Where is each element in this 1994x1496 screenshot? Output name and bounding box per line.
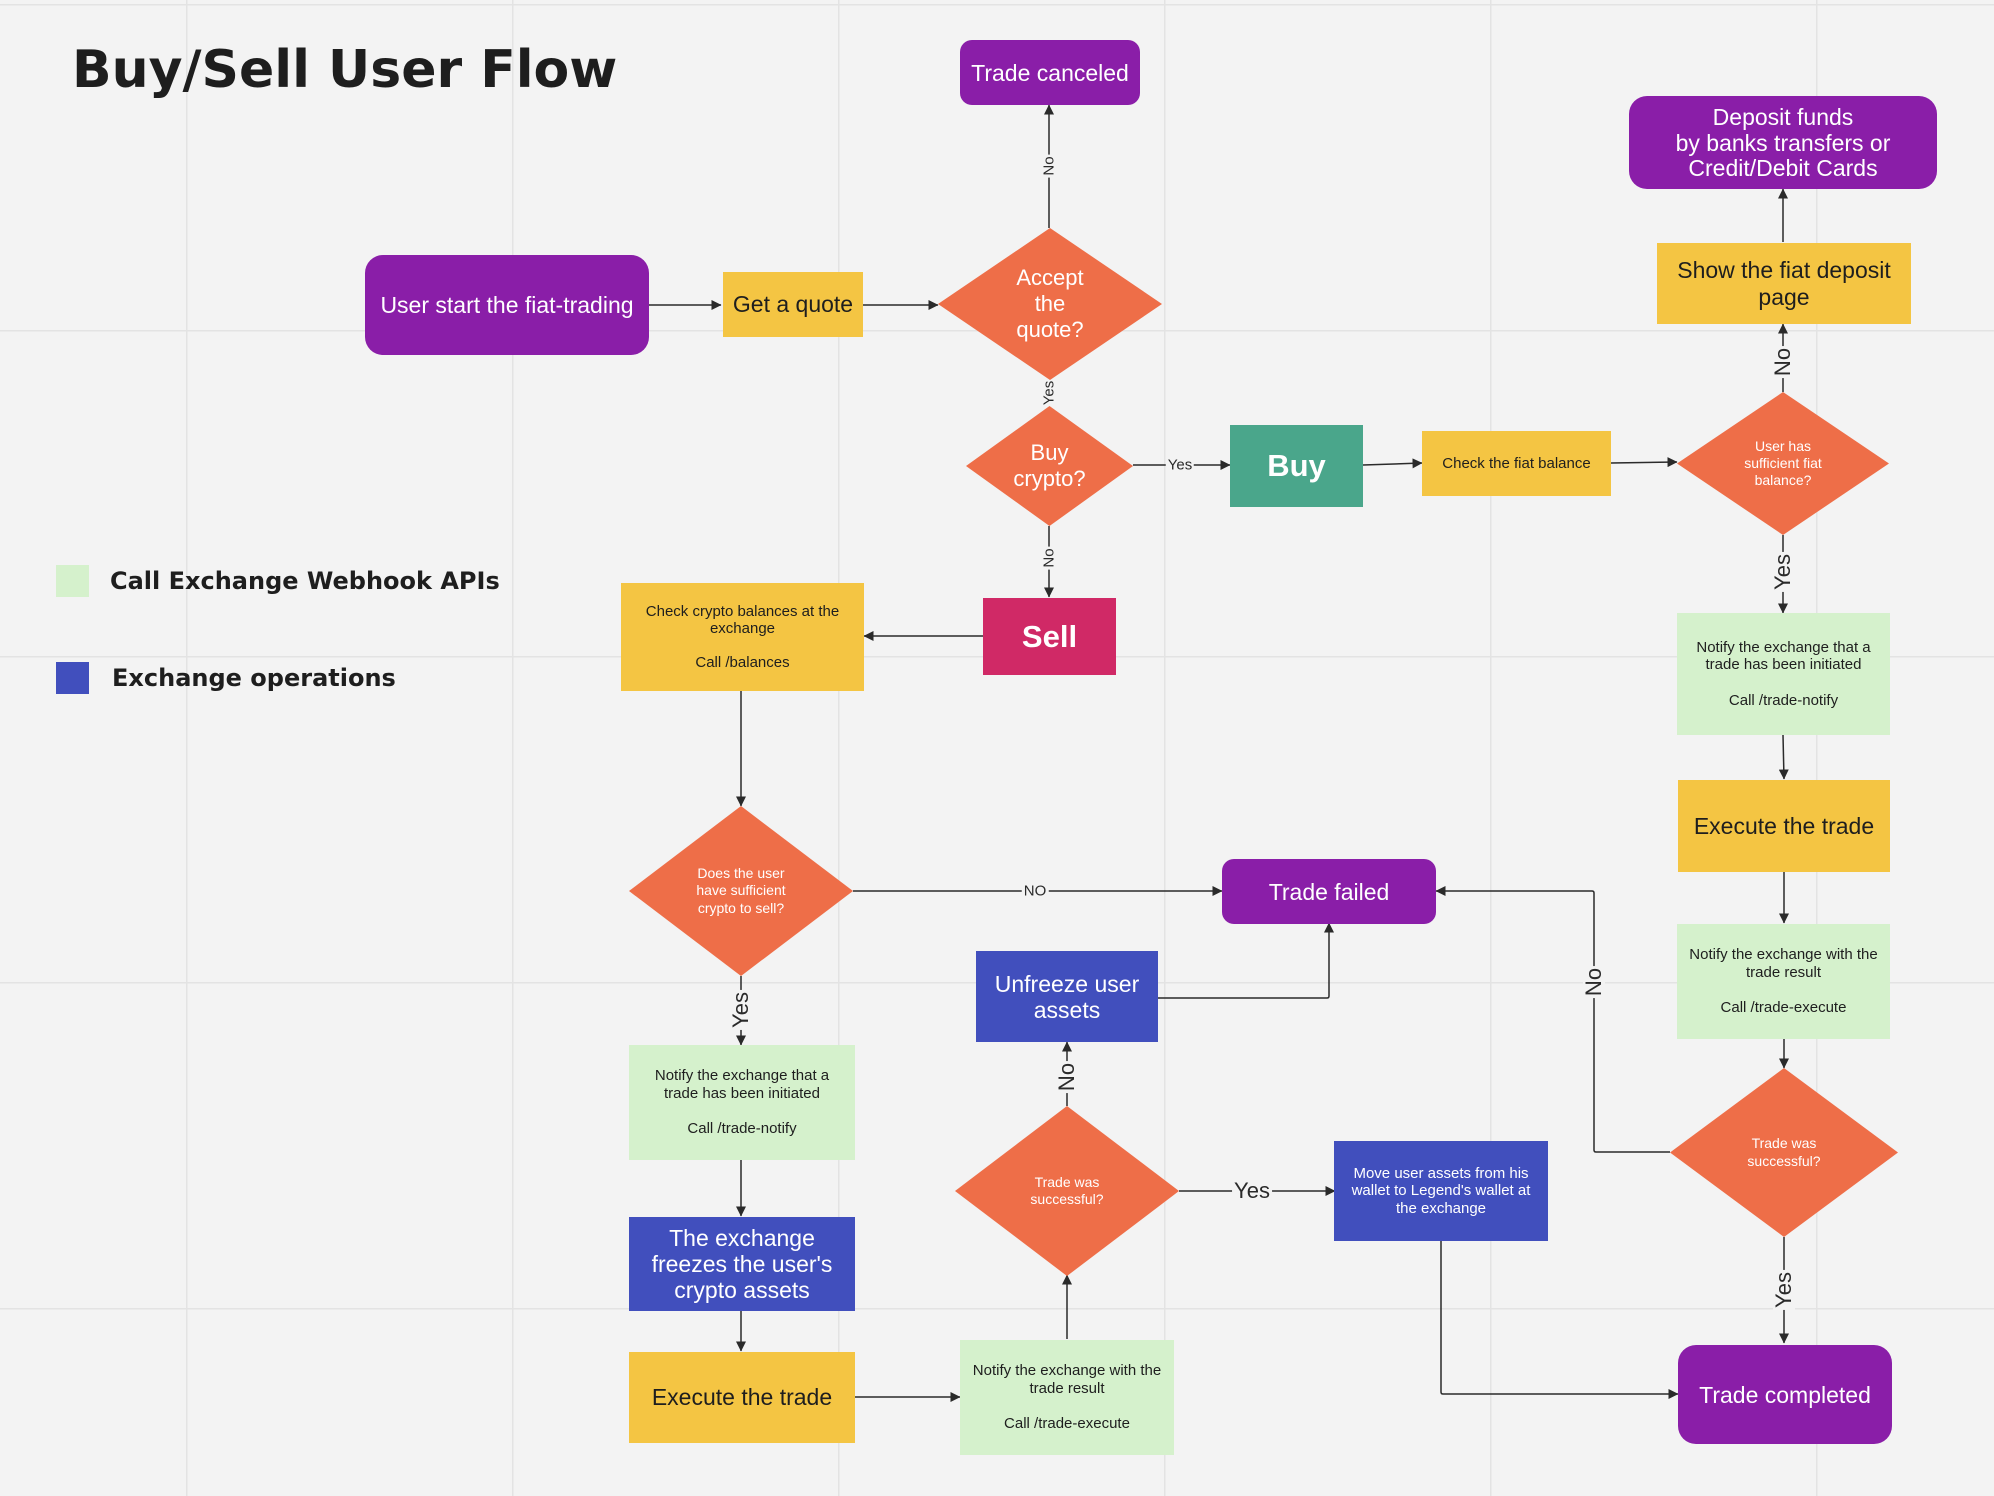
notify-trade-result-buy-node: Notify the exchange with the trade resul… xyxy=(1677,924,1890,1039)
trade-success-sell-diamond-shape xyxy=(955,1106,1179,1276)
sufficient-crypto-diamond-shape xyxy=(629,806,853,976)
buy-node: Buy xyxy=(1230,425,1363,507)
legend-swatch-ops xyxy=(56,662,89,694)
sell-node: Sell xyxy=(983,598,1116,675)
edge-label-sell-success-no: No xyxy=(1054,1060,1079,1094)
buy-crypto-decision: Buy crypto? xyxy=(966,406,1133,526)
notify-trade-initiated-sell-node: Notify the exchange that a trade has bee… xyxy=(629,1045,855,1160)
edge-label-fiat-yes: Yes xyxy=(1770,552,1795,592)
buy-crypto-label: Buy crypto? xyxy=(1013,440,1086,491)
trade-success-sell-label: Trade was successful? xyxy=(1030,1173,1104,1207)
edge-checkfiat-to-decision xyxy=(1610,457,1678,468)
edge-label-fiat-no: No xyxy=(1770,345,1795,379)
accept-quote-decision: Accept the quote? xyxy=(938,228,1162,380)
trade-success-buy-decision: Trade was successful? xyxy=(1670,1068,1898,1237)
edge-label-accept-yes: Yes xyxy=(1040,378,1058,408)
unfreeze-assets-node: Unfreeze user assets xyxy=(976,951,1158,1042)
notify-trade-initiated-buy-node: Notify the exchange that a trade has bee… xyxy=(1677,613,1890,735)
freeze-assets-node: The exchange freezes the user's crypto a… xyxy=(629,1217,855,1311)
legend-swatch-api xyxy=(56,565,89,597)
trade-success-buy-label: Trade was successful? xyxy=(1747,1135,1821,1169)
sufficient-fiat-decision: User has sufficient fiat balance? xyxy=(1677,392,1889,535)
execute-trade-sell-node: Execute the trade xyxy=(629,1352,855,1443)
edge-label-crypto-yes: Yes xyxy=(728,990,753,1030)
trade-success-sell-decision: Trade was successful? xyxy=(955,1106,1179,1276)
edge-label-buy-success-yes: Yes xyxy=(1771,1270,1796,1310)
edge-buysuccess-no xyxy=(1435,886,1670,1153)
notify-trade-result-sell-node: Notify the exchange with the trade resul… xyxy=(960,1340,1174,1455)
accept-quote-label: Accept the quote? xyxy=(1016,265,1084,342)
edge-move-to-completed xyxy=(1440,1241,1679,1399)
legend-item-api: Call Exchange Webhook APIs xyxy=(56,565,500,597)
edge-notifyinit-to-execute xyxy=(1778,734,1789,780)
move-assets-node: Move user assets from his wallet to Lege… xyxy=(1334,1141,1548,1241)
trade-failed-node: Trade failed xyxy=(1222,859,1436,924)
sufficient-fiat-diamond-shape xyxy=(1677,392,1889,535)
edge-label-buy-yes: Yes xyxy=(1165,456,1195,474)
check-crypto-balances-node: Check crypto balances at the exchange Ca… xyxy=(621,583,864,691)
trade-completed-node: Trade completed xyxy=(1678,1345,1892,1444)
sufficient-fiat-label: User has sufficient fiat balance? xyxy=(1744,437,1822,489)
edge-label-sell-success-yes: Yes xyxy=(1232,1178,1272,1203)
legend-item-ops: Exchange operations xyxy=(56,662,396,694)
sufficient-crypto-decision: Does the user have sufficient crypto to … xyxy=(629,806,853,976)
trade-canceled-node: Trade canceled xyxy=(960,40,1140,105)
trade-success-buy-diamond-shape xyxy=(1670,1068,1898,1237)
page-title: Buy/Sell User Flow xyxy=(72,40,618,100)
show-deposit-page-node: Show the fiat deposit page xyxy=(1657,243,1911,324)
edge-buy-to-checkfiat xyxy=(1362,458,1423,469)
sufficient-crypto-label: Does the user have sufficient crypto to … xyxy=(696,865,786,916)
get-quote-node: Get a quote xyxy=(723,272,863,337)
edge-label-accept-no: No xyxy=(1040,154,1058,178)
edge-label-buy-success-no: No xyxy=(1581,965,1606,999)
execute-trade-buy-node: Execute the trade xyxy=(1678,780,1890,872)
user-start-node: User start the fiat-trading xyxy=(365,255,649,355)
check-fiat-balance-node: Check the fiat balance xyxy=(1422,431,1611,496)
edge-unfreeze-to-failed xyxy=(1158,922,1334,999)
edge-label-crypto-no: NO xyxy=(1021,882,1049,900)
accept-quote-diamond-shape xyxy=(938,228,1162,380)
deposit-funds-node: Deposit funds by banks transfers or Cred… xyxy=(1629,96,1937,189)
legend-label-ops: Exchange operations xyxy=(112,664,396,692)
buy-crypto-diamond-shape xyxy=(966,406,1133,526)
edge-label-buy-no: No xyxy=(1040,546,1058,570)
legend-label-api: Call Exchange Webhook APIs xyxy=(110,567,500,595)
